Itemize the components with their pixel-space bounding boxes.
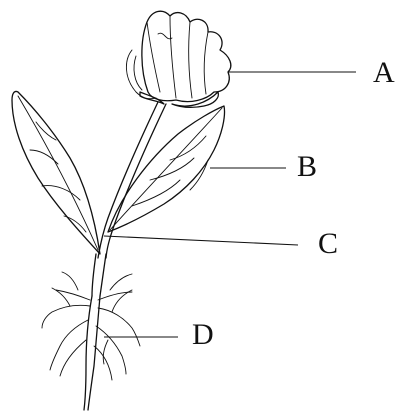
left-leaf — [12, 91, 100, 254]
label-c: C — [318, 229, 338, 259]
label-a: A — [373, 58, 395, 88]
main-stem — [92, 254, 106, 296]
label-b: B — [297, 152, 317, 182]
flower — [126, 11, 230, 107]
leader-lines — [104, 72, 356, 337]
right-leaf — [108, 106, 225, 232]
label-d: D — [192, 320, 214, 350]
leader-line-c — [104, 236, 298, 245]
roots — [42, 272, 140, 410]
